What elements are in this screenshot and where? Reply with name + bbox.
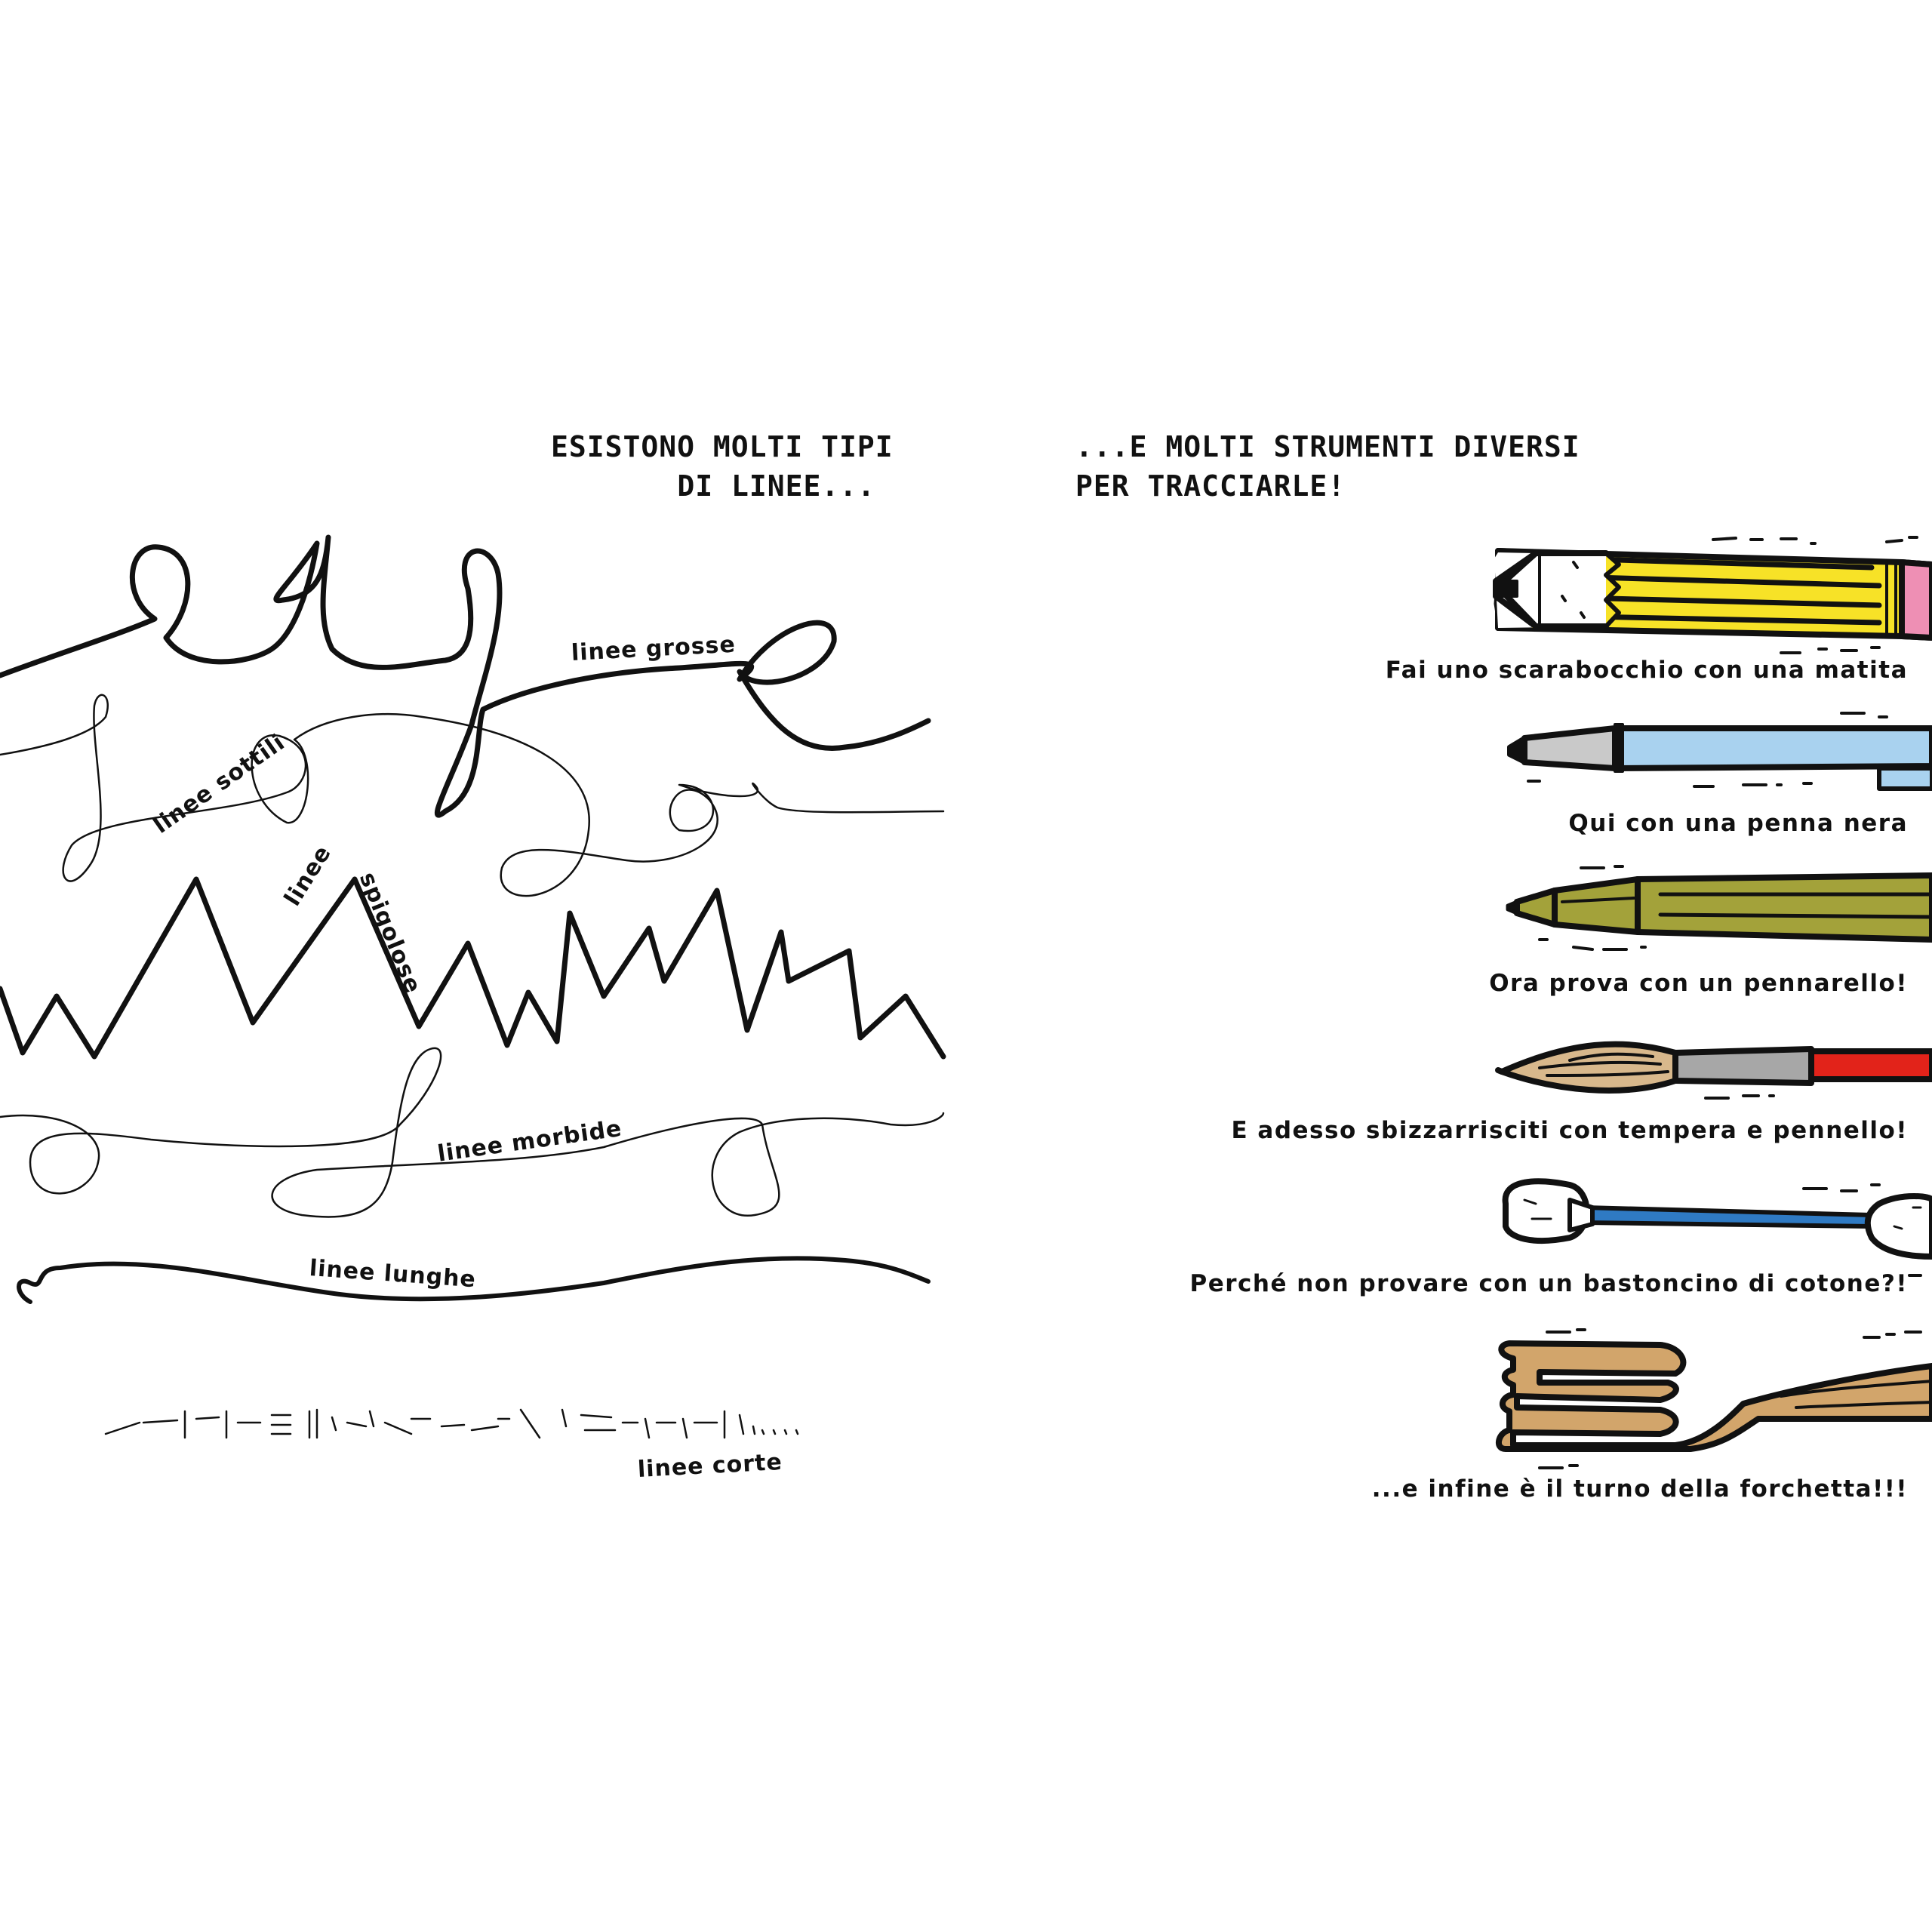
right-heading-line2: PER TRACCIARLE! [1075, 469, 1346, 503]
right-heading: ...E MOLTI STRUMENTI DIVERSI PER TRACCIA… [1075, 427, 1604, 506]
thick-loopy-line [0, 534, 931, 818]
brush-icon [1495, 1041, 1932, 1100]
jagged-line [0, 876, 946, 1060]
caption-pennarello: Ora prova con un pennarello! [1489, 970, 1908, 997]
pen-icon [1507, 712, 1932, 791]
left-heading-line1: ESISTONO MOLTI TIPI [551, 430, 894, 463]
caption-cotone: Perché non provare con un bastoncino di … [1189, 1270, 1908, 1297]
cotton-swab-icon [1502, 1178, 1932, 1277]
long-line [17, 1256, 931, 1304]
soft-loopy-line [0, 1047, 945, 1218]
marker-icon [1506, 865, 1932, 951]
caption-forchetta: ...e infine è il turno della forchetta!!… [1371, 1475, 1908, 1503]
thin-loopy-line [0, 694, 945, 897]
left-heading: ESISTONO MOLTI TIPI DI LINEE... [551, 427, 893, 506]
fork-icon [1496, 1328, 1932, 1469]
caption-pennello: E adesso sbizzarrisciti con tempera e pe… [1231, 1117, 1908, 1144]
pencil-icon [1493, 536, 1932, 654]
short-dashes [104, 1408, 799, 1439]
right-heading-line1: ...E MOLTI STRUMENTI DIVERSI [1075, 430, 1580, 463]
left-heading-line2: DI LINEE... [677, 469, 875, 503]
caption-penna: Qui con una penna nera [1568, 810, 1908, 837]
caption-matita: Fai uno scarabocchio con una matita [1385, 657, 1908, 684]
